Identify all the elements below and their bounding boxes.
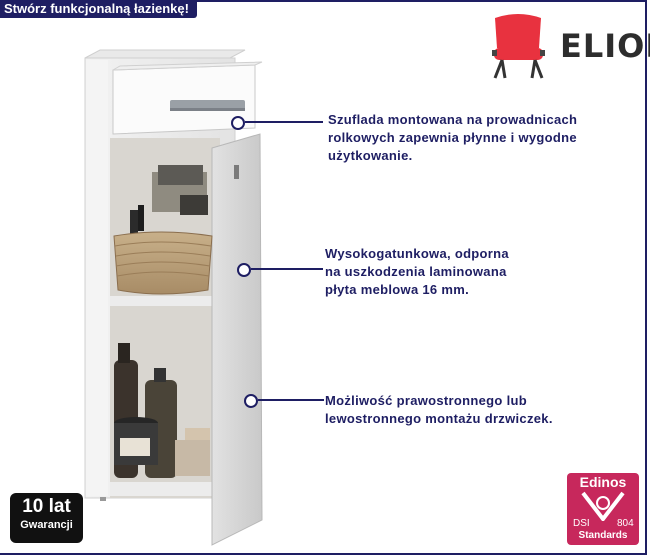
callout-marker-door [244,394,258,408]
edinos-name: Edinos [579,474,627,490]
callout-leader-drawer [245,121,323,123]
callout-leader-door [258,399,324,401]
warranty-badge: 10 lat Gwarancji [10,493,83,543]
edinos-certification-badge: Edinos DSI 804 Standards [567,473,639,545]
warranty-years: 10 lat [22,496,71,517]
warranty-label: Gwarancji [20,519,73,531]
chair-icon [492,14,545,79]
callout-drawer-slides: Szuflada montowana na prowadnicach rolko… [328,112,578,163]
callout-marker-board [237,263,251,277]
brand-wordmark: ELIOR [560,27,650,65]
callout-marker-drawer [231,116,245,130]
elior-logo [492,14,545,79]
tagline-banner: Stwórz funkcjonalną łazienkę! [0,0,197,18]
callout-laminated-board: Wysokogatunkowa, odporna na uszkodzenia … [325,246,509,297]
edinos-code-left: DSI [573,518,590,529]
edinos-emblem-icon [581,491,625,521]
edinos-standards-label: Standards [578,530,628,541]
edinos-code-right: 804 [617,518,634,529]
callout-door-mounting: Możliwość prawostronnego lub lewostronne… [325,393,553,426]
frame-bottom-line [0,553,647,555]
callout-leader-board [251,268,323,270]
